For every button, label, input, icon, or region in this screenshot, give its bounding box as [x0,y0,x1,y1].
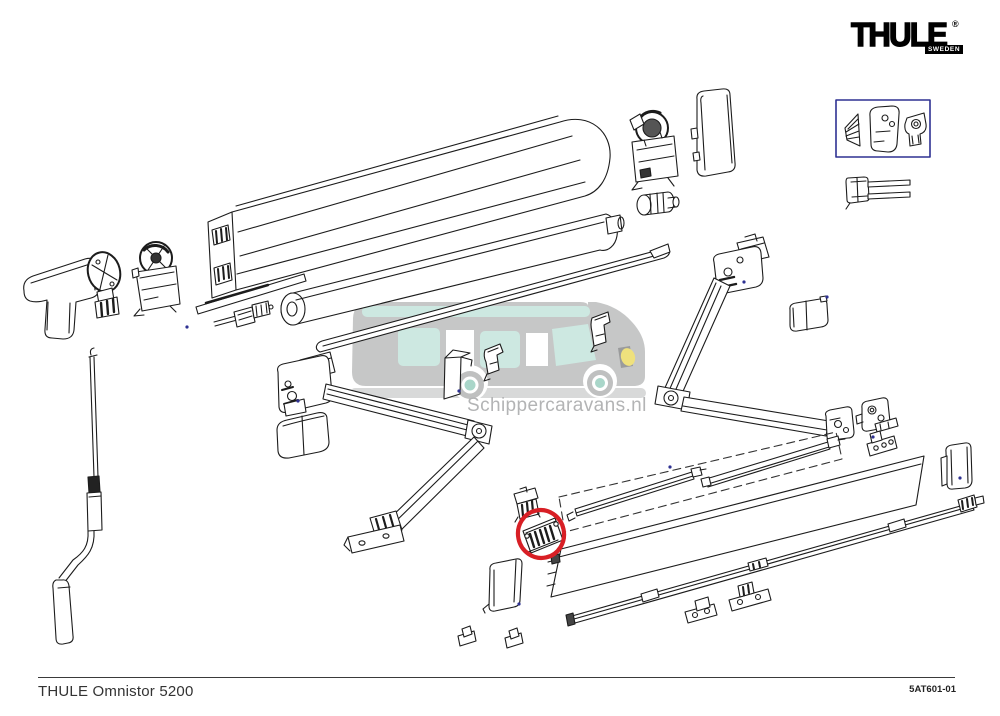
footer-divider-line [38,677,955,678]
lead-rail-profile [315,243,671,353]
right-spring-arm [654,233,855,441]
tension-rafter-lower [566,466,707,522]
roller-end-bushing [636,191,680,216]
mounting-bracket-c [728,581,772,612]
callout-kit-box [835,99,931,158]
watermark-site-text: Schippercaravans.nl [467,395,647,416]
thule-logo: THULE ® SWEDEN [850,17,985,64]
mounting-bracket-b [684,596,718,624]
mounting-bracket-a [513,486,541,523]
left-spring-arm [277,351,493,554]
clip-bracket-center [483,343,504,382]
tension-rafter-upper [700,435,846,488]
small-clips [457,625,524,649]
registered-trademark-symbol: ® [952,19,959,29]
end-plate-left [482,558,523,614]
fabric-clamp-slider [522,517,564,554]
arm-cover-cap-right [789,295,829,332]
roller-tube [280,213,625,326]
product-title: THULE Omnistor 5200 [38,683,194,700]
cone-part [844,113,861,147]
front-panel-profile [546,455,925,598]
assembly-markers [185,280,962,606]
dashed-callout-box [558,431,843,533]
holed-bracket-right [866,430,898,457]
arm-cover-cap-left [276,412,330,459]
document-code: 5AT601-01 [909,684,956,695]
case-bottom-lip [195,273,307,315]
folded-bracket-plate [443,349,473,400]
gear-end-unit [629,109,679,191]
end-cover-right [690,88,736,177]
highlight-circle [515,507,567,561]
thule-sweden-label: SWEDEN [925,45,964,54]
clip-bracket-right [590,311,611,353]
case-top-profile [207,115,611,299]
spring-connector [213,300,274,328]
motor-drive-unit [131,241,181,317]
bracket-part [904,112,927,147]
support-tube [565,494,985,627]
end-plate-part [869,105,900,153]
end-cap-right [940,442,973,490]
fork-pin-connector [845,176,911,210]
gear-hub [86,251,122,319]
crank-handle [52,347,103,645]
small-clip-right-top [874,417,899,433]
